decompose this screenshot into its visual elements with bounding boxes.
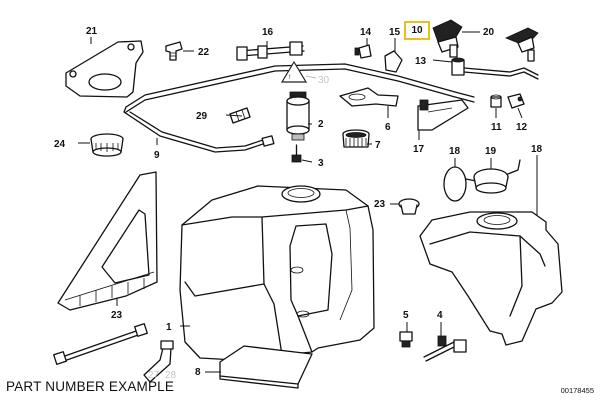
- part-19-level-sensor: [473, 159, 521, 194]
- callout-28-faded: 28: [165, 370, 177, 381]
- callout-3: 3: [318, 158, 324, 169]
- part-15-clip: [384, 50, 403, 73]
- callout-20: 18: [449, 146, 461, 157]
- callout-25: 21: [86, 26, 98, 37]
- callout-29: 29: [196, 111, 208, 122]
- callout-19: 19: [485, 146, 497, 157]
- callout-24: 24: [54, 139, 66, 150]
- callout-14: 14: [360, 27, 372, 38]
- callout-13: 13: [415, 56, 427, 67]
- part-12-connector: [507, 93, 525, 109]
- part-7-filter: [342, 129, 370, 148]
- part-28-elbow-faded: [143, 340, 174, 383]
- callout-labels: 21 22 16 14 15 20 13 29 2 3 24 9 6 7 17 …: [54, 26, 543, 381]
- part-21-washer-nozzle: [504, 27, 539, 62]
- callout-12: 12: [516, 122, 528, 133]
- callout-8: 8: [195, 367, 201, 378]
- part-16-hose-holder: [236, 41, 305, 61]
- part-24-filler-cap: [90, 133, 124, 157]
- callout-23: 23: [111, 310, 123, 321]
- part-26-clip: [165, 41, 183, 61]
- part-25-bracket: [65, 40, 144, 98]
- part-3-fitting: [291, 144, 302, 163]
- part-17-hose-clip: [417, 99, 469, 131]
- callout-10-highlighted[interactable]: 10: [411, 25, 423, 36]
- callout-11: 11: [491, 122, 502, 133]
- part-18-washer-reservoir-extension: [419, 211, 563, 346]
- part-27-rod-faded: [53, 323, 148, 365]
- callout-9: 9: [154, 150, 160, 161]
- part-9-washer-hose: [123, 63, 475, 153]
- callout-21: 20: [483, 27, 495, 38]
- part-20-cover: [443, 166, 477, 202]
- part-2-washer-pump: [286, 91, 310, 141]
- callout-7: 7: [375, 140, 381, 151]
- part-23-support-bracket: [57, 171, 158, 311]
- callout-1: 1: [166, 322, 172, 333]
- callout-18: 18: [531, 144, 543, 155]
- callout-5: 5: [403, 310, 409, 321]
- part-10-washer-nozzle: [432, 19, 463, 58]
- part-14-clip: [354, 44, 372, 59]
- callout-16: 16: [262, 27, 274, 38]
- part-30-warning-label-faded: !: [280, 60, 317, 83]
- part-5-plug: [399, 331, 413, 348]
- callout-27-faded: 27: [148, 370, 160, 381]
- part-8-foam-pad: [219, 345, 313, 389]
- callout-15: 15: [389, 27, 401, 38]
- part-4-hose-fitting: [423, 335, 467, 362]
- caption-part-number-example: PART NUMBER EXAMPLE: [6, 379, 175, 394]
- part-1-washer-reservoir: [179, 185, 375, 363]
- part-22-grommet: [398, 198, 420, 215]
- part-6-seal-washer: [339, 87, 399, 107]
- part-13-check-valve: [451, 57, 539, 80]
- callout-6: 6: [385, 122, 391, 133]
- callout-4: 4: [437, 310, 443, 321]
- part-11-connector: [490, 94, 502, 108]
- diagram-id-number: 00178455: [560, 386, 594, 395]
- callout-leader-lines: [78, 31, 538, 373]
- callout-30-faded: 30: [318, 75, 330, 86]
- callout-26: 22: [198, 47, 210, 58]
- callout-2: 2: [318, 119, 324, 130]
- svg-text:!: !: [289, 75, 291, 81]
- callout-22: 23: [374, 199, 386, 210]
- callout-17: 17: [413, 144, 425, 155]
- highlighted-part-number-box[interactable]: 10: [404, 21, 430, 40]
